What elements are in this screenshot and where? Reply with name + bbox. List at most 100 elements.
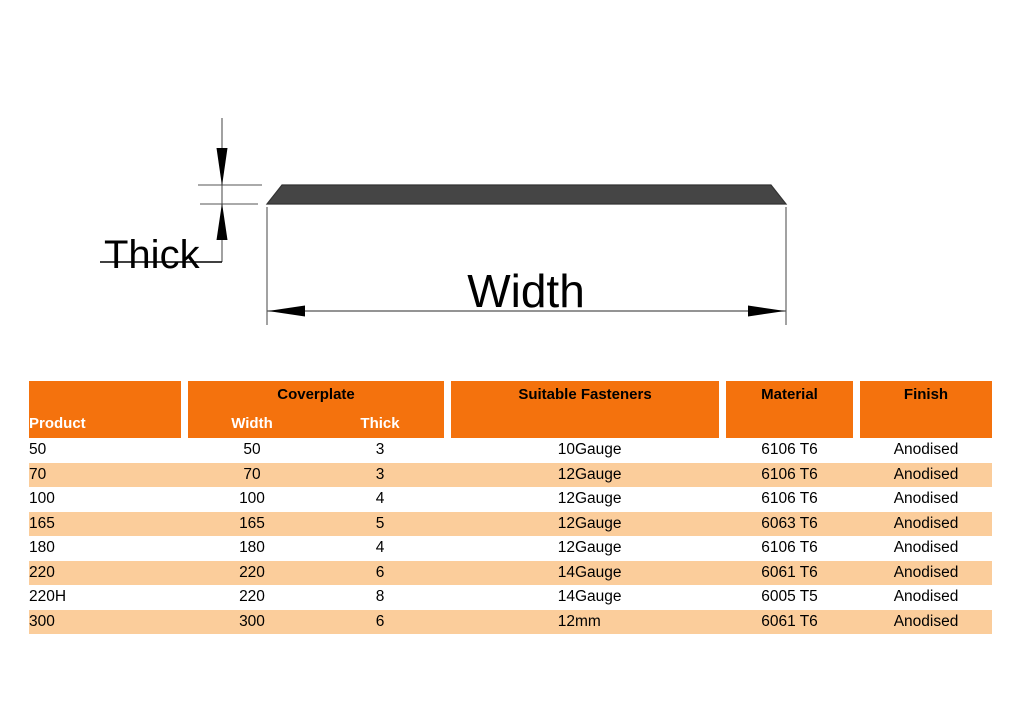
cell-product: 220H bbox=[29, 585, 181, 610]
header-separator-1 bbox=[181, 381, 188, 409]
cell-spacer-3 bbox=[719, 560, 727, 585]
cell-fastener-size: 12 bbox=[451, 609, 575, 634]
cell-fastener-unit: Gauge bbox=[575, 438, 720, 463]
cell-spacer-2 bbox=[444, 462, 451, 487]
cell-fastener-size: 14 bbox=[451, 585, 575, 610]
cell-fastener-unit: Gauge bbox=[575, 585, 720, 610]
cell-spacer-3 bbox=[719, 585, 727, 610]
cell-spacer-2 bbox=[444, 511, 451, 536]
cell-spacer-1 bbox=[181, 511, 188, 536]
cell-spacer-1 bbox=[181, 438, 188, 463]
table-header-column-row: Product Width Thick bbox=[29, 409, 993, 438]
cell-fastener-unit: Gauge bbox=[575, 511, 720, 536]
cell-spacer-4 bbox=[853, 487, 861, 512]
cell-coverplate-thick: 6 bbox=[316, 560, 444, 585]
cell-product: 165 bbox=[29, 511, 181, 536]
cell-material: 6106 T6 bbox=[726, 462, 854, 487]
cell-coverplate-thick: 5 bbox=[316, 511, 444, 536]
table-header-group-row: Coverplate Suitable Fasteners Material F… bbox=[29, 381, 993, 409]
cell-fastener-unit: Gauge bbox=[575, 462, 720, 487]
cell-spacer-3 bbox=[719, 536, 727, 561]
cell-spacer-1 bbox=[181, 462, 188, 487]
cell-spacer-3 bbox=[719, 609, 727, 634]
width-label: Width bbox=[467, 265, 585, 317]
header-separator-3 bbox=[719, 381, 727, 409]
cell-spacer-1 bbox=[181, 609, 188, 634]
cell-product: 220 bbox=[29, 560, 181, 585]
cell-fastener-size: 12 bbox=[451, 536, 575, 561]
technical-drawing: Thick Width bbox=[100, 118, 788, 325]
cell-spacer-1 bbox=[181, 560, 188, 585]
cell-coverplate-width: 165 bbox=[188, 511, 316, 536]
header-column-product: Product bbox=[29, 409, 181, 438]
cell-spacer-4 bbox=[853, 536, 861, 561]
cell-fastener-size: 12 bbox=[451, 511, 575, 536]
cell-fastener-unit: mm bbox=[575, 609, 720, 634]
cell-coverplate-width: 220 bbox=[188, 585, 316, 610]
header-column-material-blank bbox=[726, 409, 854, 438]
header-group-suitable-fasteners: Suitable Fasteners bbox=[451, 381, 720, 409]
coverplate-specification-table: Coverplate Suitable Fasteners Material F… bbox=[29, 381, 993, 634]
cell-coverplate-thick: 4 bbox=[316, 536, 444, 561]
thickness-label: Thick bbox=[104, 233, 201, 277]
cell-spacer-4 bbox=[853, 585, 861, 610]
cell-fastener-unit: Gauge bbox=[575, 560, 720, 585]
header-separator-6 bbox=[444, 409, 451, 438]
cell-spacer-2 bbox=[444, 585, 451, 610]
cell-material: 6106 T6 bbox=[726, 536, 854, 561]
cell-fastener-size: 12 bbox=[451, 462, 575, 487]
cell-spacer-1 bbox=[181, 487, 188, 512]
header-column-fasteners-blank bbox=[451, 409, 720, 438]
header-separator-7 bbox=[719, 409, 727, 438]
cell-material: 6005 T5 bbox=[726, 585, 854, 610]
cell-coverplate-width: 180 bbox=[188, 536, 316, 561]
cell-spacer-3 bbox=[719, 462, 727, 487]
cell-material: 6106 T6 bbox=[726, 487, 854, 512]
cell-product: 100 bbox=[29, 487, 181, 512]
cell-coverplate-width: 300 bbox=[188, 609, 316, 634]
cell-material: 6061 T6 bbox=[726, 560, 854, 585]
cell-spacer-2 bbox=[444, 609, 451, 634]
cell-fastener-size: 10 bbox=[451, 438, 575, 463]
cell-finish: Anodised bbox=[860, 462, 993, 487]
cell-coverplate-width: 50 bbox=[188, 438, 316, 463]
cell-spacer-2 bbox=[444, 438, 451, 463]
cell-coverplate-thick: 3 bbox=[316, 462, 444, 487]
cell-coverplate-thick: 4 bbox=[316, 487, 444, 512]
cell-spacer-1 bbox=[181, 536, 188, 561]
cell-finish: Anodised bbox=[860, 438, 993, 463]
cell-spacer-3 bbox=[719, 511, 727, 536]
cell-material: 6061 T6 bbox=[726, 609, 854, 634]
width-arrow-right bbox=[748, 305, 785, 317]
cell-coverplate-width: 100 bbox=[188, 487, 316, 512]
header-column-finish-blank bbox=[860, 409, 993, 438]
cell-fastener-size: 14 bbox=[451, 560, 575, 585]
header-separator-2 bbox=[444, 381, 451, 409]
coverplate-profile-shape bbox=[265, 184, 788, 205]
cell-spacer-2 bbox=[444, 487, 451, 512]
cell-fastener-unit: Gauge bbox=[575, 536, 720, 561]
header-separator-5 bbox=[181, 409, 188, 438]
cell-product: 300 bbox=[29, 609, 181, 634]
cell-finish: Anodised bbox=[860, 487, 993, 512]
cell-product: 50 bbox=[29, 438, 181, 463]
cell-spacer-4 bbox=[853, 438, 861, 463]
width-arrow-left bbox=[268, 305, 305, 317]
header-group-product-blank bbox=[29, 381, 181, 409]
cell-finish: Anodised bbox=[860, 609, 993, 634]
cell-coverplate-width: 220 bbox=[188, 560, 316, 585]
cell-spacer-2 bbox=[444, 536, 451, 561]
header-group-material: Material bbox=[726, 381, 854, 409]
header-column-thick: Thick bbox=[316, 409, 444, 438]
thickness-arrow-down bbox=[216, 148, 228, 186]
header-separator-8 bbox=[853, 409, 861, 438]
cell-coverplate-thick: 8 bbox=[316, 585, 444, 610]
cell-fastener-unit: Gauge bbox=[575, 487, 720, 512]
